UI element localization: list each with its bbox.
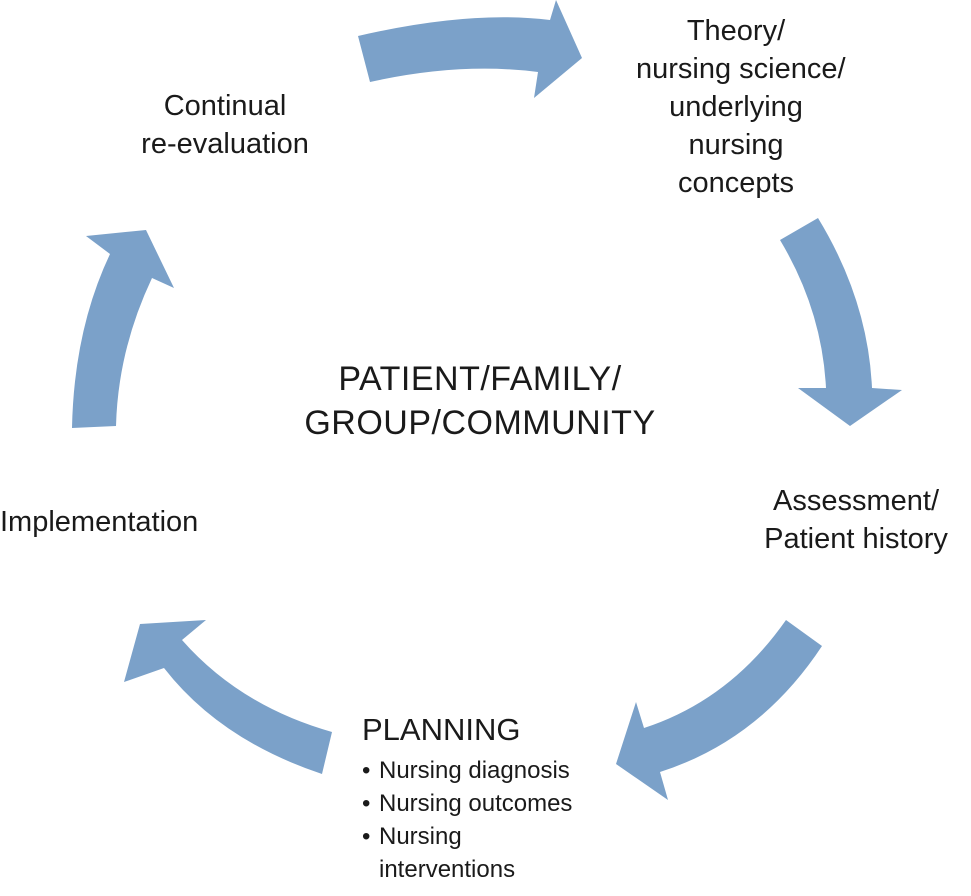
arrow-theory-to-assessment xyxy=(780,218,902,426)
arrow-assessment-to-planning xyxy=(616,620,822,800)
planning-bullet: Nursing diagnosis xyxy=(362,754,572,787)
arrow-reevaluation-to-theory xyxy=(358,0,582,98)
node-reevaluation-line: re-evaluation xyxy=(141,128,309,160)
planning-title: PLANNING xyxy=(362,712,521,747)
node-theory-line: Theory/ xyxy=(686,15,786,47)
center-label-line: PATIENT/FAMILY/ xyxy=(338,360,622,398)
node-theory-line: underlying xyxy=(669,91,803,123)
node-assessment-line: Assessment/ xyxy=(773,485,939,517)
center-label: PATIENT/FAMILY/ GROUP/COMMUNITY xyxy=(270,357,690,445)
node-assessment: Assessment/ Patient history xyxy=(742,482,970,558)
center-label-line: GROUP/COMMUNITY xyxy=(304,404,656,442)
planning-bullet-text: interventions xyxy=(379,856,516,883)
node-theory-line: nursing science/ xyxy=(636,53,846,85)
planning-bullet: Nursing outcomes xyxy=(362,787,572,820)
planning-bullet-text: Nursing xyxy=(379,823,462,850)
node-planning: PLANNING Nursing diagnosis Nursing outco… xyxy=(362,710,572,886)
arrow-implementation-to-reevaluation xyxy=(72,230,174,428)
node-reevaluation: Continual re-evaluation xyxy=(125,87,325,163)
planning-bullets: Nursing diagnosis Nursing outcomes Nursi… xyxy=(362,754,572,886)
node-theory: Theory/ nursing science/ underlying nurs… xyxy=(636,12,846,202)
node-reevaluation-line: Continual xyxy=(163,90,287,122)
planning-bullet: Nursing interventions xyxy=(362,820,572,886)
node-implementation-line: Implementation xyxy=(0,506,199,538)
node-theory-line: nursing xyxy=(688,129,784,161)
node-assessment-line: Patient history xyxy=(764,523,948,555)
node-theory-line: concepts xyxy=(677,167,795,199)
arrow-planning-to-implementation xyxy=(124,620,332,774)
node-implementation: Implementation xyxy=(0,503,198,541)
